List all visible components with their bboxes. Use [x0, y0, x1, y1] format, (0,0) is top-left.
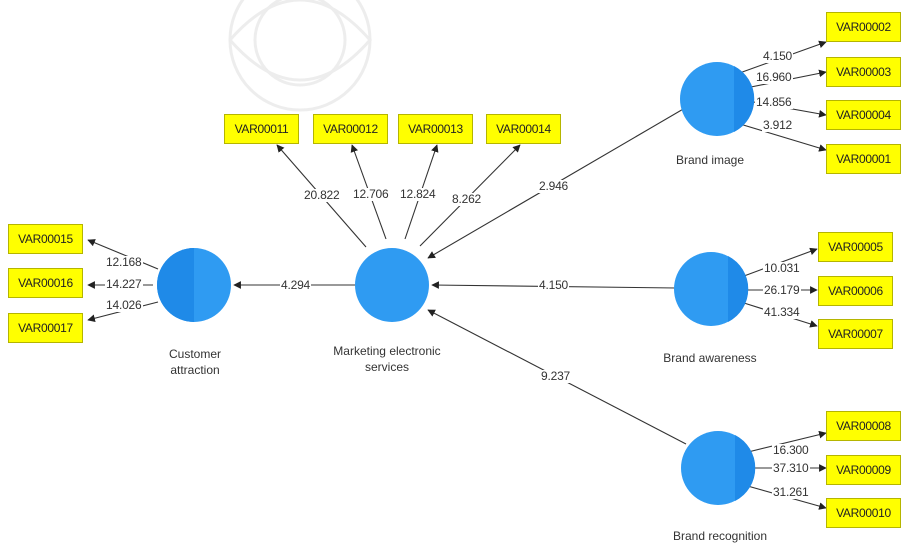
node-customer-attraction[interactable]: [157, 248, 231, 322]
node-brand-image[interactable]: [680, 62, 755, 136]
coef-marketing-to-customer: 4.294: [280, 278, 312, 292]
loading-var00001: 3.912: [762, 118, 794, 132]
indicator-var00003[interactable]: VAR00003: [826, 57, 901, 87]
loading-var00015: 12.168: [105, 255, 143, 269]
coef-awareness-to-marketing: 4.150: [538, 278, 570, 292]
construct-label-brand-awareness: Brand awareness: [663, 351, 757, 365]
indicator-var00011[interactable]: VAR00011: [224, 114, 299, 144]
indicator-var00004[interactable]: VAR00004: [826, 100, 901, 130]
loading-var00016: 14.227: [105, 277, 143, 291]
loading-var00006: 26.179: [763, 283, 801, 297]
indicator-var00016[interactable]: VAR00016: [8, 268, 83, 298]
indicator-var00015[interactable]: VAR00015: [8, 224, 83, 254]
indicator-var00013[interactable]: VAR00013: [398, 114, 473, 144]
indicator-var00001[interactable]: VAR00001: [826, 144, 901, 174]
loading-var00011: 20.822: [303, 188, 341, 202]
loading-var00002: 4.150: [762, 49, 794, 63]
node-marketing-electronic-services[interactable]: [355, 248, 429, 322]
indicator-var00012[interactable]: VAR00012: [313, 114, 388, 144]
indicator-var00008[interactable]: VAR00008: [826, 411, 901, 441]
indicator-var00009[interactable]: VAR00009: [826, 455, 901, 485]
construct-label-brand-image: Brand image: [675, 153, 745, 167]
loading-var00009: 37.310: [772, 461, 810, 475]
loading-var00007: 41.334: [763, 305, 801, 319]
loading-var00003: 16.960: [755, 70, 793, 84]
watermark: [228, 0, 372, 112]
indicator-var00017[interactable]: VAR00017: [8, 313, 83, 343]
indicator-var00014[interactable]: VAR00014: [486, 114, 561, 144]
loading-var00005: 10.031: [763, 261, 801, 275]
loading-var00017: 14.026: [105, 298, 143, 312]
loading-var00008: 16.300: [772, 443, 810, 457]
indicator-var00010[interactable]: VAR00010: [826, 498, 901, 528]
construct-label-marketing: Marketing electronic services: [333, 344, 441, 374]
indicator-var00005[interactable]: VAR00005: [818, 232, 893, 262]
loading-var00004: 14.856: [755, 95, 793, 109]
loading-var00012: 12.706: [352, 187, 390, 201]
construct-label-brand-recognition: Brand recognition: [672, 529, 768, 543]
indicator-var00007[interactable]: VAR00007: [818, 319, 893, 349]
loading-var00013: 12.824: [399, 187, 437, 201]
indicator-var00002[interactable]: VAR00002: [826, 12, 901, 42]
construct-label-customer-attraction: Customer attraction: [168, 347, 221, 377]
loading-var00010: 31.261: [772, 485, 810, 499]
indicator-var00006[interactable]: VAR00006: [818, 276, 893, 306]
node-brand-recognition[interactable]: [681, 431, 756, 505]
construct-nodes: [157, 62, 756, 505]
inner-paths: [233, 107, 687, 445]
loading-var00014: 8.262: [451, 192, 483, 206]
coef-image-to-marketing: 2.946: [538, 179, 570, 193]
coef-recognition-to-marketing: 9.237: [540, 369, 572, 383]
node-brand-awareness[interactable]: [674, 252, 749, 326]
